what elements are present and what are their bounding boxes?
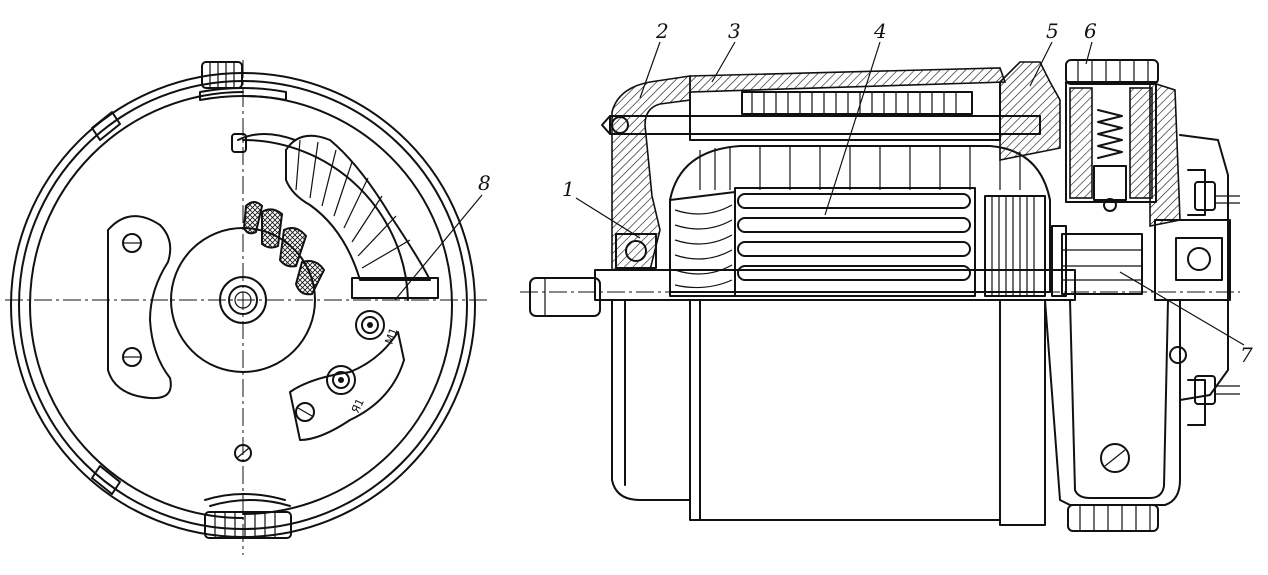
terminal-stud-upper	[1187, 169, 1206, 216]
bottom-brush-cap	[1067, 504, 1159, 532]
front-bearing	[615, 233, 657, 269]
plate-screw-bottom	[122, 347, 142, 367]
brush-holder-insulator-right	[1129, 87, 1153, 199]
rear-bearing	[1175, 237, 1223, 281]
leader-1	[575, 197, 641, 239]
terminal-m1-label: М1	[383, 326, 401, 346]
commutator-lines	[991, 196, 1035, 296]
callout-4: 4	[873, 19, 887, 43]
housing-body	[689, 299, 1001, 521]
callout-8: 8	[478, 171, 491, 195]
tie-rod-head	[601, 115, 611, 135]
cover-screw	[1100, 443, 1130, 473]
terminal-stud-lower	[1187, 379, 1206, 426]
rear-wall-section	[1149, 80, 1181, 227]
brush-holder-strip	[351, 277, 439, 299]
rear-bearing-housing	[1154, 219, 1231, 301]
lead-lug	[231, 133, 247, 153]
brush-window-cover	[1069, 299, 1169, 499]
winding-end-turns-front	[669, 191, 736, 297]
terminal-ya1-label: Я1	[349, 396, 367, 415]
rear-flange	[999, 299, 1046, 526]
left-inner-arc-lower	[29, 304, 244, 519]
leader-6	[1085, 41, 1093, 65]
field-winding-outline	[669, 145, 1051, 293]
plate-screw-top	[122, 233, 142, 253]
bottom-cap-nut	[204, 499, 292, 539]
leader-7	[1119, 271, 1245, 346]
commutator-bars	[295, 139, 411, 269]
armature-shaft	[594, 269, 1076, 301]
right-inner-arc	[242, 95, 453, 515]
brush-holder	[1065, 81, 1157, 203]
band-clamp-bottom	[91, 465, 121, 495]
vent-window-3	[294, 260, 326, 296]
terminal-m1-outer	[355, 310, 385, 340]
armature-slots	[737, 193, 971, 281]
pole-lamination-lines	[751, 92, 957, 114]
end-turn-strands	[674, 204, 733, 289]
side-view: 1 2 3 4 5 6 7	[520, 19, 1253, 532]
terminal-plate	[107, 215, 172, 400]
brush-holder-insulator-left	[1069, 87, 1093, 199]
vent-window-4	[242, 201, 264, 235]
leader-5	[1029, 41, 1053, 87]
vent-window-1	[261, 208, 284, 249]
brush	[1093, 165, 1127, 201]
terminal-block	[289, 331, 405, 441]
tie-rod	[609, 115, 1041, 135]
commutator-laminations	[984, 195, 1046, 297]
leader-4	[824, 41, 881, 216]
rear-cap-section	[999, 61, 1061, 161]
callout-2: 2	[655, 19, 669, 43]
end-view: М1 Я1 8	[5, 60, 491, 555]
front-end-cap-section	[611, 75, 691, 271]
callout-3: 3	[728, 19, 741, 43]
cutaway-arc	[242, 139, 409, 301]
brush-cap	[1065, 59, 1159, 85]
commutator-drum	[1061, 233, 1143, 295]
brush-contact	[1103, 198, 1117, 212]
field-winding-lines	[699, 146, 1021, 190]
terminal-ya1-outer	[326, 365, 356, 395]
callout-6: 6	[1084, 19, 1097, 43]
callout-5: 5	[1046, 19, 1059, 43]
callout-7: 7	[1240, 343, 1253, 367]
bottom-screw	[234, 444, 252, 462]
callout-1: 1	[562, 177, 575, 201]
terminal-ya1-nut	[332, 371, 350, 389]
shaft-end	[228, 285, 258, 315]
vent-window-2	[278, 227, 308, 268]
terminal-m1-nut	[361, 316, 379, 334]
brush-spring	[1097, 109, 1123, 159]
commutator-segments	[285, 134, 431, 281]
block-screw	[295, 402, 315, 422]
top-cap-nut	[199, 61, 287, 101]
leader-3	[711, 41, 736, 83]
shaft-stub	[529, 277, 601, 317]
leader-8	[394, 194, 483, 301]
bottom-cover-lip	[204, 493, 286, 501]
band-clamp-top	[91, 111, 121, 141]
brush-lead-wire	[237, 133, 296, 141]
housing-top-wall	[689, 67, 1007, 93]
left-inner-arc	[29, 91, 244, 306]
leader-2	[639, 41, 661, 99]
rear-cap-body	[1044, 299, 1181, 506]
commutator-collar	[1051, 225, 1067, 297]
front-end-cap-body	[611, 299, 691, 501]
shaft-boss	[219, 276, 267, 324]
